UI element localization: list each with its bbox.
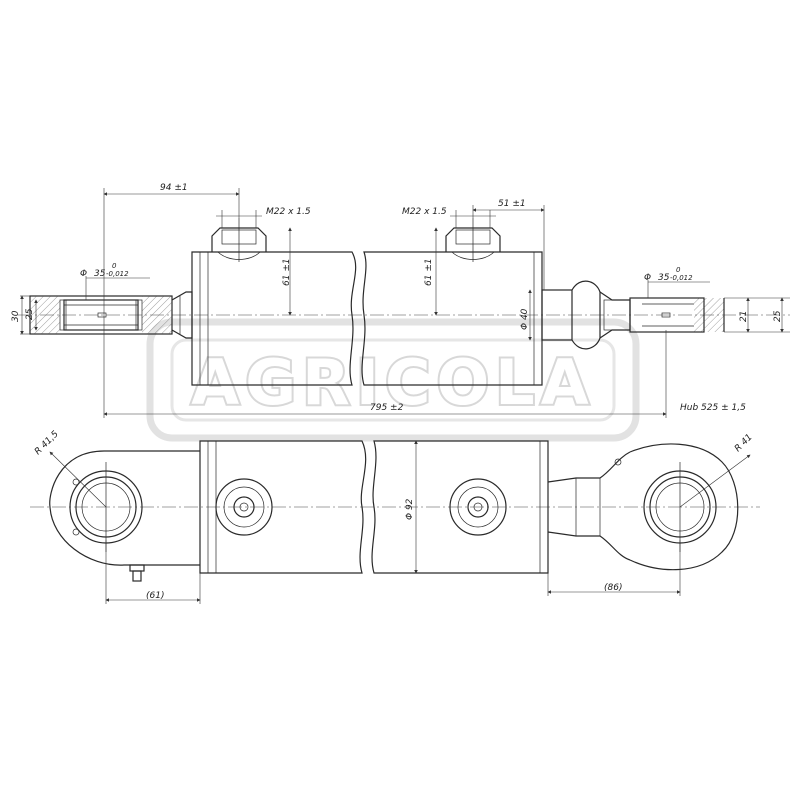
dim-tube-diameter: Φ 92 [405,498,415,520]
dim-25-right: 25 [773,310,783,322]
dim-rod-diameter: Φ 40 [520,308,530,330]
dimensions-bottom [49,440,751,604]
fit-right-upper: 0 [676,266,681,274]
port-right [445,218,501,262]
dim-thread-right: M22 x 1.5 [402,207,447,217]
fit-left-lower: -0,012 [106,270,129,278]
dim-length: 795 ±2 [370,403,404,413]
right-eye-front [547,443,739,571]
left-eye-front [49,450,200,582]
phi-right: Φ [644,273,651,283]
phi-left: Φ [80,269,87,279]
dim-radius-left: R 41,5 [33,429,61,457]
dim-stroke: Hub 525 ± 1,5 [680,403,746,413]
dim-21: 21 [739,311,749,322]
dim-86-bottom: (86) [604,583,622,593]
watermark: AGRICOLA [146,318,640,442]
dim-25-left: 25 [25,308,35,320]
port-boss-right [449,478,507,536]
dim-radius-right: R 41 [733,432,755,454]
port-boss-left [215,478,273,536]
piston-rod-top [541,280,725,350]
bottom-view: R 41,5 R 41 Φ 92 (61) (86) [30,429,760,604]
cylinder-tube-top [191,251,543,386]
watermark-text: AGRICOLA [191,346,594,419]
fit-left: 35 [94,269,106,279]
fit-left-upper: 0 [112,262,117,270]
dim-61-bottom: (61) [146,591,164,601]
dimensions-top [20,188,790,418]
port-left [211,218,267,262]
dim-thread-left: M22 x 1.5 [266,207,311,217]
top-view: 94 ±1 M22 x 1.5 M22 x 1.5 51 ±1 61 ±1 61… [11,183,790,418]
dim-61-right: 61 ±1 [424,258,434,286]
fit-right-lower: -0,012 [670,274,693,282]
dim-94: 94 ±1 [160,183,188,193]
fit-right: 35 [658,273,670,283]
dim-61-left: 61 ±1 [282,258,292,286]
cylinder-tube-front [199,440,549,574]
dim-30: 30 [11,310,21,322]
dim-51: 51 ±1 [498,199,526,209]
